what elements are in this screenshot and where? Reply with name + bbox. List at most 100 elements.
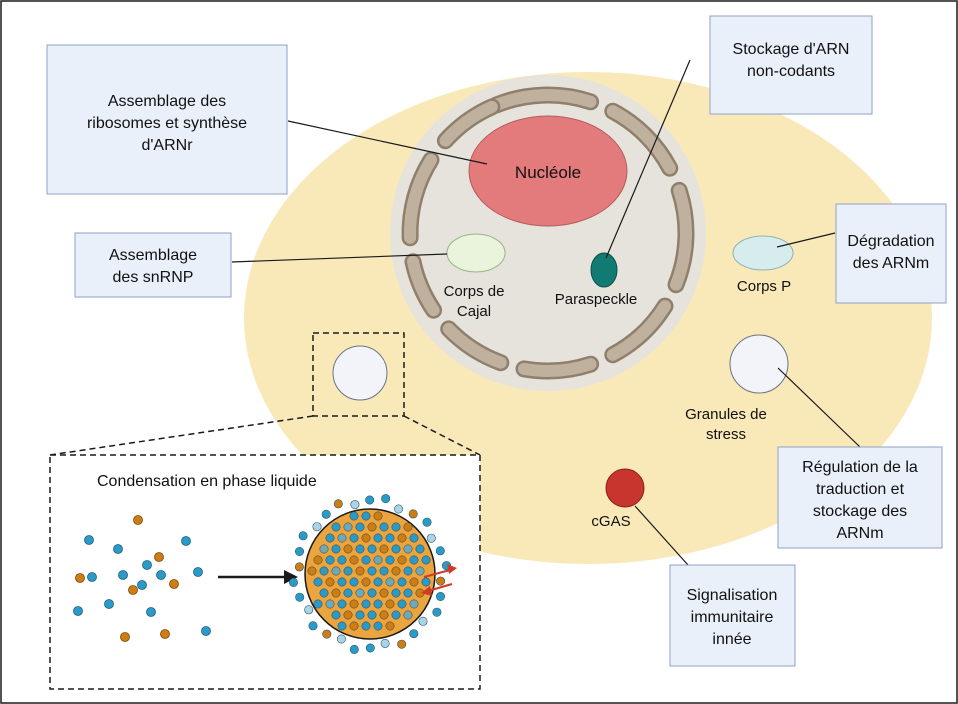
droplet-molecule <box>367 566 377 576</box>
droplet-molecule <box>337 533 347 543</box>
droplet-molecule <box>373 599 383 609</box>
droplet-molecule <box>331 544 341 554</box>
droplet-molecule <box>403 610 413 620</box>
surface-molecule <box>304 605 314 615</box>
envelope-segment <box>442 322 507 369</box>
droplet-molecule <box>331 566 341 576</box>
surface-molecule <box>381 494 391 504</box>
droplet-molecule <box>337 621 347 631</box>
droplet-molecule <box>385 533 395 543</box>
droplet-molecule <box>361 621 371 631</box>
surface-molecule <box>333 499 343 509</box>
droplet-molecule <box>373 621 383 631</box>
p-body <box>732 235 794 271</box>
dispersed-blue-molecule <box>113 544 123 554</box>
droplet-molecule <box>367 588 377 598</box>
exchange-arrow-out <box>423 568 451 579</box>
droplet-molecule <box>391 522 401 532</box>
dispersed-orange-molecule <box>160 629 170 639</box>
surface-molecule <box>432 607 442 617</box>
nucleolus <box>468 115 628 227</box>
droplet-molecule <box>391 544 401 554</box>
droplet-molecule <box>421 577 431 587</box>
droplet-molecule <box>355 588 365 598</box>
dispersed-blue-molecule <box>87 572 97 582</box>
surface-molecule <box>294 546 304 556</box>
surface-molecule <box>350 500 360 510</box>
droplet-molecule <box>343 522 353 532</box>
droplet-molecule <box>421 555 431 565</box>
droplet-molecule <box>397 555 407 565</box>
surface-molecule <box>365 643 375 653</box>
surface-molecule <box>436 576 446 586</box>
droplet-molecule <box>403 588 413 598</box>
leader-translation <box>777 367 861 448</box>
droplet-molecule <box>319 566 329 576</box>
callout-immune-line3: innée <box>712 631 751 648</box>
callout-immune-line2: immunitaire <box>691 609 774 626</box>
droplet-molecule <box>355 544 365 554</box>
droplet-molecule <box>397 577 407 587</box>
droplet-molecule <box>367 544 377 554</box>
callout-snrnp-line2: des snRNP <box>113 269 194 286</box>
zoomed-condensate <box>332 345 388 401</box>
surface-molecule <box>397 639 407 649</box>
droplet-molecule <box>385 555 395 565</box>
exchange-arrow-in-head <box>421 586 432 596</box>
droplet-molecule <box>343 566 353 576</box>
droplet-molecule <box>349 555 359 565</box>
dispersed-orange-molecule <box>169 579 179 589</box>
dispersed-orange-molecule <box>154 552 164 562</box>
surface-molecule <box>380 638 390 648</box>
droplet-molecule <box>349 533 359 543</box>
droplet-molecule <box>343 544 353 554</box>
droplet-molecule <box>355 522 365 532</box>
surface-molecule <box>308 621 318 631</box>
droplet-molecule <box>337 555 347 565</box>
zoom-box <box>312 332 405 417</box>
droplet-molecule <box>343 588 353 598</box>
droplet-molecule <box>385 577 395 587</box>
droplet-molecule <box>367 610 377 620</box>
droplet-molecules <box>307 511 431 631</box>
leader-mrna-degradation <box>776 232 836 248</box>
condensation-arrow-head <box>284 570 298 584</box>
dispersed-blue-molecule <box>73 606 83 616</box>
zoom-connector-left <box>49 415 314 456</box>
droplet-molecule <box>397 533 407 543</box>
leader-ribosomes <box>287 120 488 165</box>
droplet-molecule <box>313 555 323 565</box>
droplet-molecule <box>403 566 413 576</box>
exchange-arrow-out-head <box>447 564 457 574</box>
droplet-molecule <box>331 522 341 532</box>
droplet-molecule <box>319 544 329 554</box>
envelope-segment <box>407 255 440 317</box>
droplet-molecule <box>361 555 371 565</box>
callout-translation <box>777 446 943 549</box>
surface-molecule <box>321 509 331 519</box>
callout-mrna-degradation <box>835 203 947 304</box>
droplet-molecule <box>307 566 317 576</box>
callout-translation-line3: stockage des <box>813 503 907 520</box>
droplet-molecule <box>379 610 389 620</box>
callout-mrna-degradation-line2: des ARNm <box>853 255 929 272</box>
dispersed-orange-molecule <box>128 585 138 595</box>
droplet-molecule <box>397 599 407 609</box>
cajal-label-line2: Cajal <box>457 303 491 320</box>
dispersed-blue-molecule <box>142 560 152 570</box>
leader-snrnp <box>231 253 448 263</box>
stress-granule-label-line1: Granules de <box>685 406 767 423</box>
droplet-molecule <box>373 577 383 587</box>
surface-molecule <box>298 531 308 541</box>
droplet-molecule <box>313 599 323 609</box>
envelope-segment <box>606 300 671 361</box>
leader-immune <box>634 505 689 566</box>
surface-molecule <box>295 592 305 602</box>
callout-immune-line1: Signalisation <box>687 587 778 604</box>
surface-molecule <box>422 517 432 527</box>
envelope-segment <box>670 184 692 291</box>
droplet-molecule <box>403 522 413 532</box>
droplet-molecule <box>325 533 335 543</box>
droplet-molecule <box>373 533 383 543</box>
